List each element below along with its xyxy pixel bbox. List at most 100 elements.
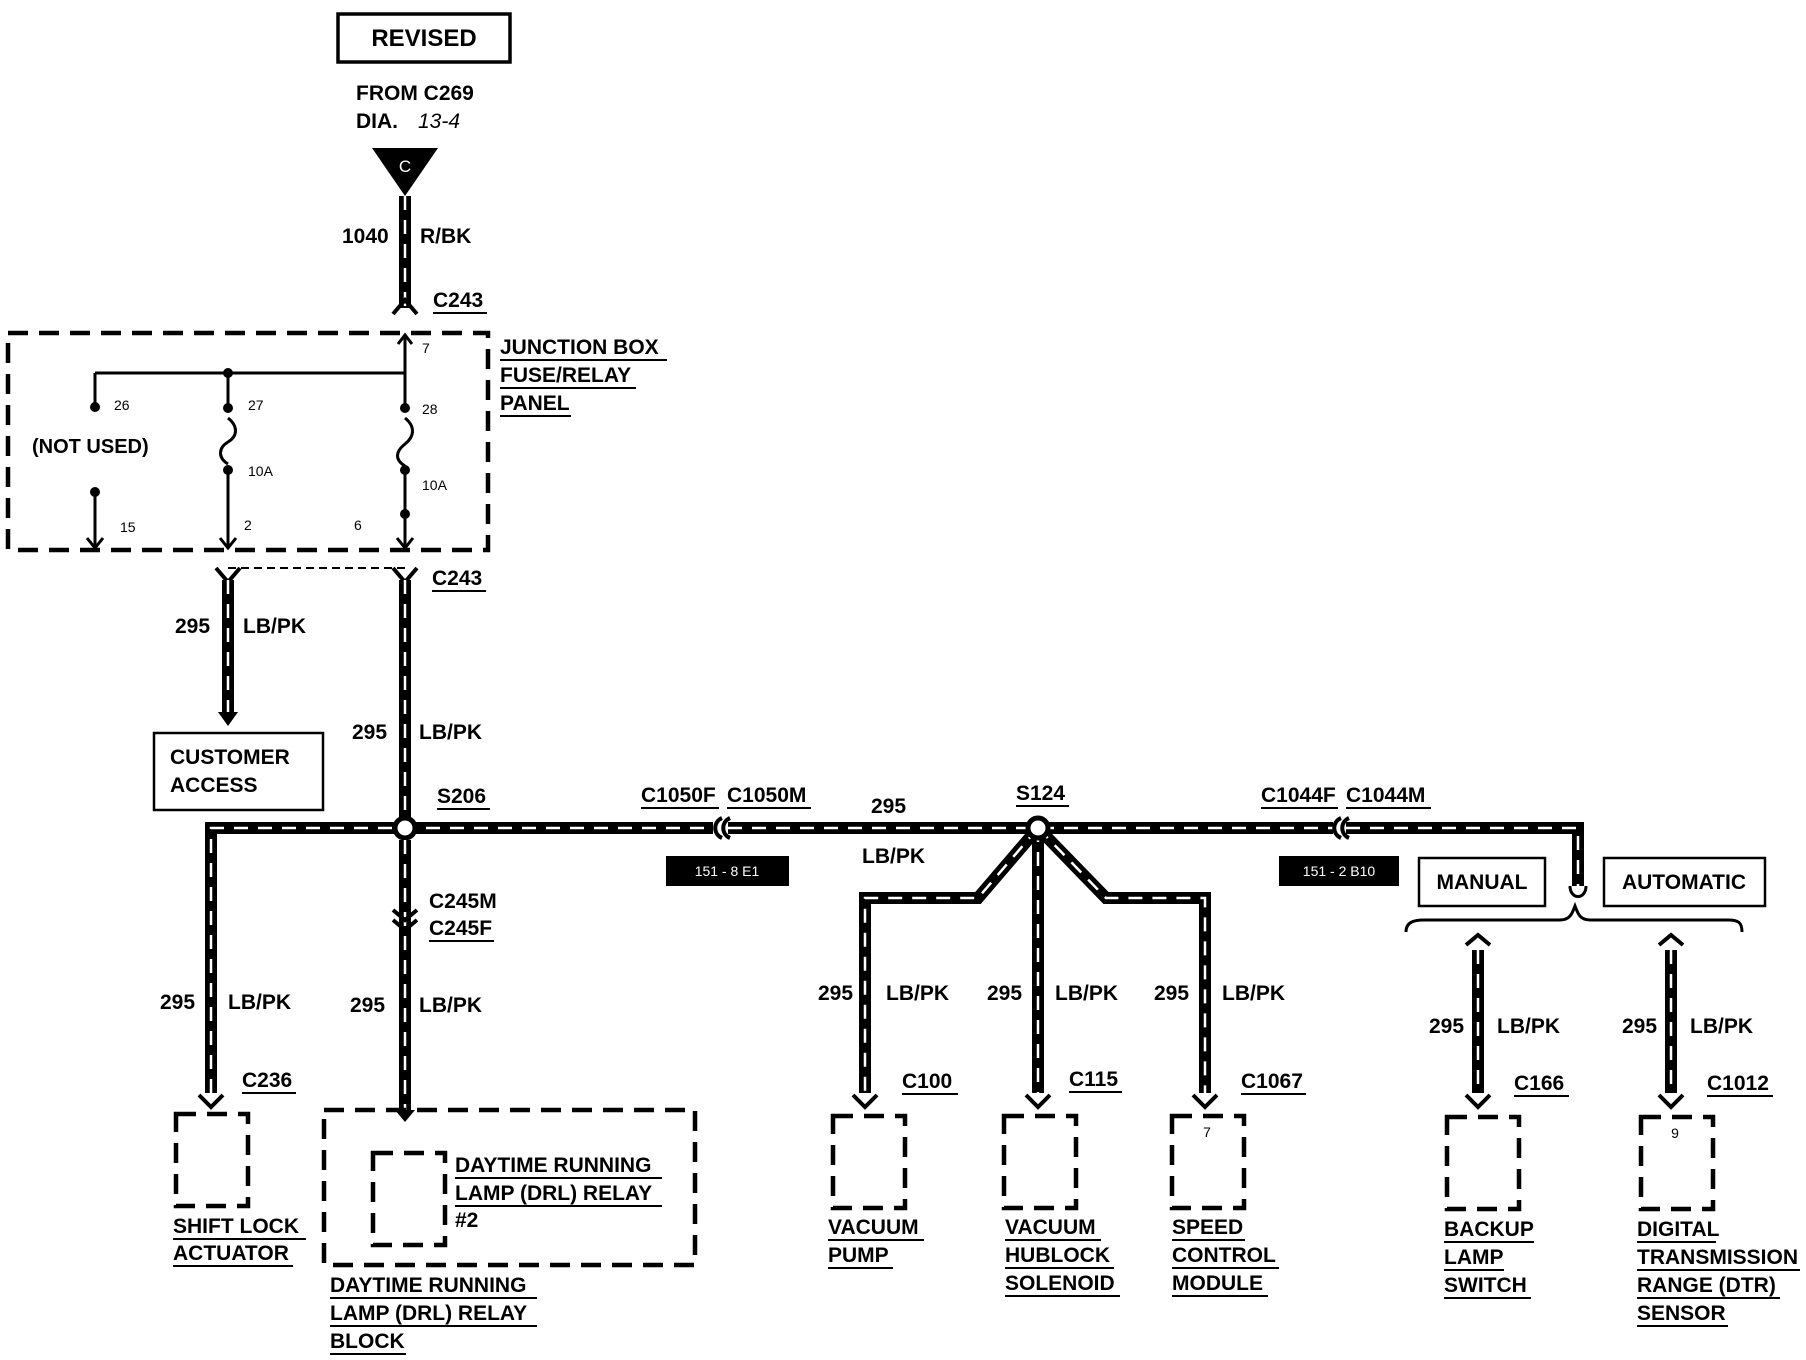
splice-s206-label: S206 (437, 785, 486, 808)
jb-pin-6: 6 (354, 517, 362, 533)
drl-color: LB/PK (419, 994, 482, 1017)
hublock-color: LB/PK (1055, 982, 1118, 1005)
shift-lock-line-2: ACTUATOR (173, 1242, 289, 1265)
feed-circuit: 1040 (342, 225, 389, 248)
c1044f-label: C1044F (1261, 784, 1336, 807)
c1067-female (1191, 1093, 1219, 1110)
backup-lamp-connector: C166 (1514, 1072, 1564, 1095)
jb-pin15-arrow (85, 537, 105, 551)
main-vertical-color: LB/PK (419, 721, 482, 744)
dtr-component (1638, 1114, 1716, 1212)
backup-top-connector (1464, 932, 1492, 947)
splice-s124 (1025, 815, 1051, 841)
dtr-line-2: TRANSMISSION (1637, 1246, 1798, 1269)
backup-lamp-line-2: LAMP (1444, 1246, 1504, 1269)
diagram-ref: 13-4 (418, 110, 460, 133)
shift-lock-color: LB/PK (228, 991, 291, 1014)
customer-access-line-1: CUSTOMER (170, 746, 290, 769)
backup-lamp-line-3: SWITCH (1444, 1274, 1527, 1297)
dtr-circuit: 295 (1622, 1015, 1657, 1038)
speed-control-circuit: 295 (1154, 982, 1189, 1005)
backup-lamp-line-1: BACKUP (1444, 1218, 1534, 1241)
feed-color: R/BK (420, 225, 471, 248)
jb-pin7-arrow (396, 332, 414, 345)
hublock-circuit: 295 (987, 982, 1022, 1005)
c1050-male (721, 816, 732, 840)
revised-label: REVISED (371, 25, 476, 52)
hublock-line-3: SOLENOID (1005, 1272, 1115, 1295)
shift-lock-connector: C236 (242, 1069, 292, 1092)
c243-bottom-right-female (391, 566, 419, 586)
speed-control-connector: C1067 (1241, 1070, 1303, 1093)
backup-lamp-color: LB/PK (1497, 1015, 1560, 1038)
drl-relay-line-1: DAYTIME RUNNING (455, 1154, 651, 1177)
c243-bottom-label: C243 (432, 567, 482, 590)
drl-circuit: 295 (350, 994, 385, 1017)
drl-block-outline (321, 1107, 698, 1268)
tag-right-box (1279, 856, 1399, 886)
customer-access-box (152, 731, 325, 812)
vacuum-pump-line-1: VACUUM (828, 1216, 919, 1239)
jb-fuse-right-rating: 10A (422, 477, 448, 493)
c1012-female (1657, 1093, 1685, 1110)
c236-female (197, 1093, 225, 1110)
c1044-male (1340, 816, 1351, 840)
connector-c-triangle (372, 148, 438, 196)
jb-pin-7: 7 (422, 340, 430, 356)
vacuum-pump-color: LB/PK (886, 982, 949, 1005)
c166-female (1464, 1093, 1492, 1110)
jb-fuse-27 (219, 416, 237, 466)
customer-access-line-2: ACCESS (170, 774, 258, 797)
from-connector-label: FROM C269 (356, 82, 474, 105)
hublock-line-2: HUBLOCK (1005, 1244, 1110, 1267)
jb-not-used-label: (NOT USED) (32, 436, 149, 458)
drl-relay-component (370, 1150, 448, 1248)
jb-pin27-dot (223, 403, 233, 413)
jb-pin-2: 2 (244, 517, 252, 533)
dtr-pin: 9 (1671, 1125, 1679, 1141)
manual-option-box (1417, 856, 1547, 908)
c115-female (1024, 1093, 1052, 1110)
wire-vacuum-pump-stripe (863, 827, 1039, 1093)
revised-box (336, 12, 512, 64)
tag-left-box (666, 856, 789, 886)
c243-top-label: C243 (433, 289, 483, 312)
drl-pin-arrow (395, 1110, 415, 1122)
vacuum-pump-component (830, 1113, 908, 1211)
option-brace (1404, 901, 1744, 933)
bus-end-hook (1568, 885, 1588, 898)
wire-bus-left-stripe (209, 826, 713, 1093)
jb-pin6-arrow (395, 537, 415, 551)
shift-lock-circuit: 295 (160, 991, 195, 1014)
dtr-connector: C1012 (1707, 1072, 1769, 1095)
c1044m-label: C1044M (1346, 784, 1425, 807)
dtr-color: LB/PK (1690, 1015, 1753, 1038)
drl-block-line-2: LAMP (DRL) RELAY (330, 1302, 527, 1325)
tag-left-text: 151 - 8 E1 (695, 863, 760, 879)
hublock-connector: C115 (1069, 1068, 1118, 1091)
automatic-option-label: AUTOMATIC (1622, 871, 1746, 894)
speed-control-line-2: CONTROL (1172, 1244, 1276, 1267)
c1044-female (1332, 816, 1343, 840)
tag-right-text: 151 - 2 B10 (1303, 863, 1376, 879)
jb-fuse-28 (396, 416, 414, 468)
junction-box-title-2: FUSE/RELAY (500, 364, 631, 387)
junction-box-outline (5, 330, 491, 553)
splice-s206 (392, 815, 418, 841)
wire-speed-control (1033, 823, 1211, 1093)
drl-relay-line-3: #2 (455, 1209, 478, 1232)
drl-relay-line-2: LAMP (DRL) RELAY (455, 1182, 652, 1205)
junction-box-title-1: JUNCTION BOX (500, 336, 659, 359)
manual-option-label: MANUAL (1437, 871, 1528, 894)
c100-female (851, 1093, 879, 1110)
diagram-prefix: DIA. (356, 110, 398, 133)
jb-pin-26: 26 (114, 397, 130, 413)
wire-speed-control-stripe (1037, 827, 1207, 1093)
shift-lock-component (173, 1111, 251, 1209)
c245m-label: C245M (429, 890, 497, 913)
c1050m-label: C1050M (727, 784, 806, 807)
shift-lock-line-1: SHIFT LOCK (173, 1215, 299, 1238)
hublock-line-1: VACUUM (1005, 1216, 1096, 1239)
speed-control-color: LB/PK (1222, 982, 1285, 1005)
jb-pin-28: 28 (422, 401, 438, 417)
